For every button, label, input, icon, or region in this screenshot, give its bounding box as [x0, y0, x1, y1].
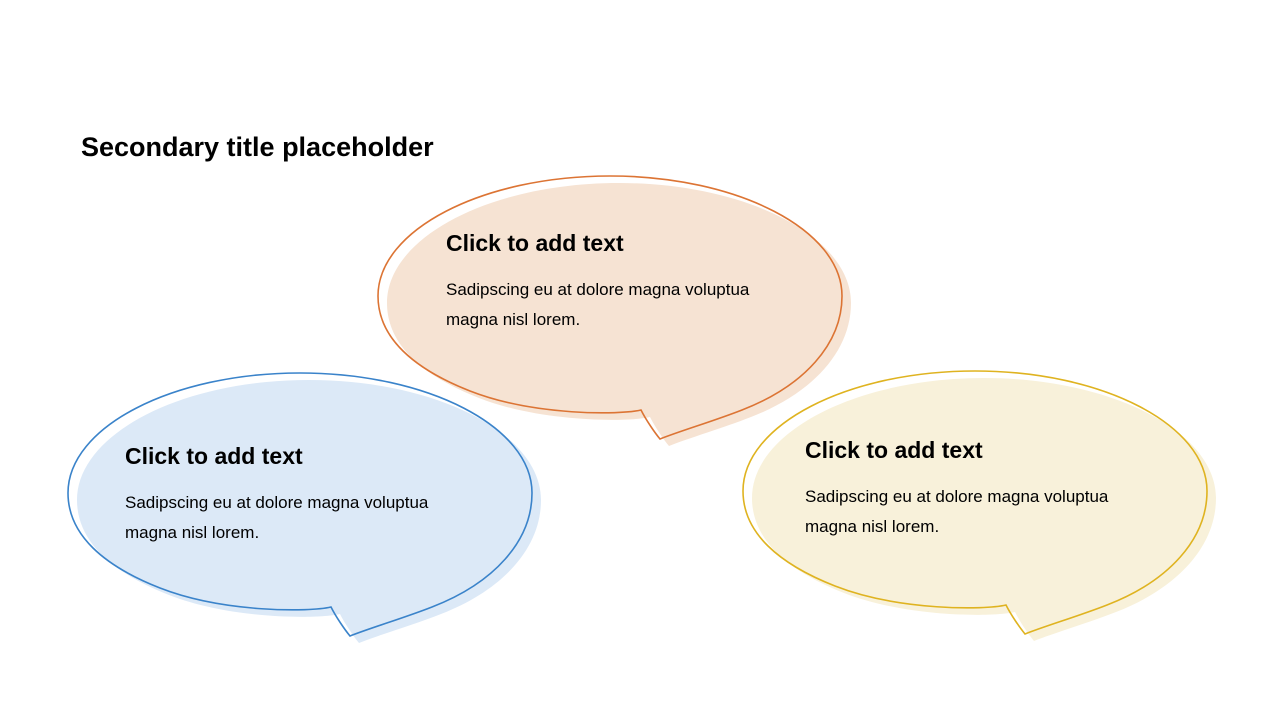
bubble-body-text[interactable]: Sadipscing eu at dolore magna voluptua m…	[125, 493, 429, 542]
speech-bubble-right[interactable]: Click to add text Sadipscing eu at dolor…	[739, 369, 1219, 649]
bubble-text-block: Click to add text Sadipscing eu at dolor…	[805, 436, 1155, 542]
bubble-heading-placeholder[interactable]: Click to add text	[805, 437, 983, 463]
bubble-body-text[interactable]: Sadipscing eu at dolore magna voluptua m…	[446, 280, 750, 329]
speech-bubble-top[interactable]: Click to add text Sadipscing eu at dolor…	[374, 174, 854, 454]
slide-title-placeholder[interactable]: Secondary title placeholder	[81, 132, 434, 162]
bubble-text-block: Click to add text Sadipscing eu at dolor…	[125, 442, 475, 548]
bubble-text-block: Click to add text Sadipscing eu at dolor…	[446, 229, 796, 335]
bubble-heading-placeholder[interactable]: Click to add text	[125, 443, 303, 469]
speech-bubble-left[interactable]: Click to add text Sadipscing eu at dolor…	[64, 371, 544, 651]
bubble-body-text[interactable]: Sadipscing eu at dolore magna voluptua m…	[805, 487, 1109, 536]
bubble-heading-placeholder[interactable]: Click to add text	[446, 230, 624, 256]
